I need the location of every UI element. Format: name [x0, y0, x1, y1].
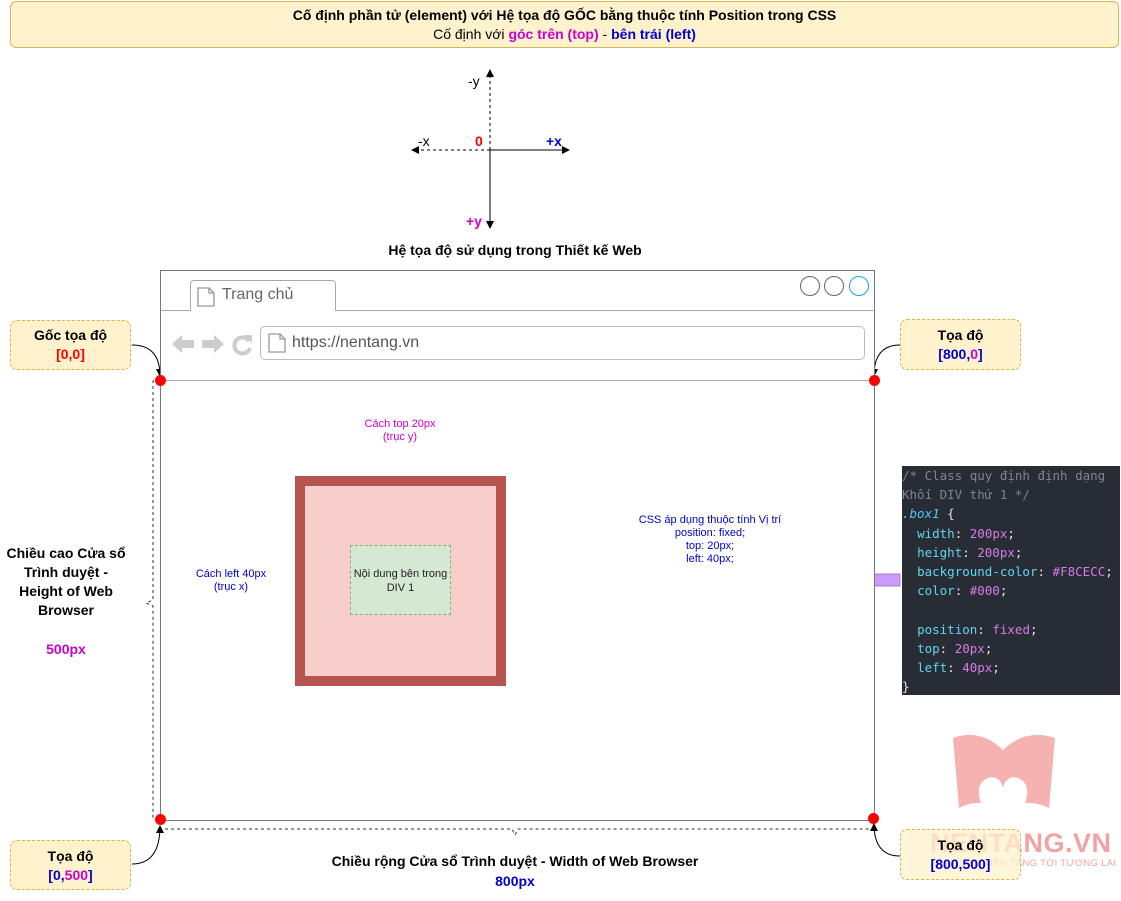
code-close-brace: }	[902, 679, 910, 695]
code-value: 40px	[962, 660, 993, 676]
pos-y-label: +y	[466, 213, 482, 229]
top-offset-label: Cách top 20px (trục y)	[345, 418, 455, 444]
connector-top-right	[870, 344, 901, 377]
tab-label: Trang chủ	[222, 286, 294, 303]
css-code-block: /* Class quy định định dạng Khối DIV thứ…	[902, 466, 1120, 695]
nentang-logo	[953, 734, 1055, 830]
note-top-right-label: Tọa độ	[937, 327, 984, 343]
css-annotation-title: CSS áp dụng thuộc tính Vị trí	[638, 514, 782, 526]
neg-y-label: -y	[468, 73, 480, 89]
coord-bracket: [	[48, 867, 53, 883]
coord-comma: ,	[60, 867, 65, 883]
coord-y: 500	[64, 867, 89, 883]
box1-content: Nội dung bên trong DIV 1	[350, 545, 451, 615]
height-value: 500px	[46, 641, 86, 657]
code-prop: background-color	[917, 564, 1038, 580]
width-brace	[159, 822, 874, 837]
forward-arrow-icon[interactable]	[200, 333, 226, 355]
url-text: https://nentang.vn	[292, 334, 420, 351]
coord-bracket: ]	[88, 867, 93, 883]
axes-caption: Hệ tọa độ sử dụng trong Thiết kế Web	[388, 242, 642, 258]
code-value: 200px	[977, 544, 1015, 560]
window-control-minimize[interactable]	[800, 276, 820, 296]
code-prop: left	[917, 660, 948, 676]
neg-x-label: -x	[418, 133, 430, 149]
code-prop: color	[917, 583, 955, 599]
corner-dot-bottom-left	[155, 814, 166, 825]
title-line-2: Cố định với góc trên (top) - bên trái (l…	[11, 25, 1118, 44]
coord-bracket: ]	[978, 346, 983, 362]
left-offset-label: Cách left 40px (trục x)	[183, 568, 279, 594]
coord-y: 0	[970, 346, 979, 362]
code-prop: width	[917, 525, 955, 541]
code-comment-2: Khối DIV thứ 1 */	[902, 487, 1030, 503]
css-annotation-line2: top: 20px;	[685, 540, 735, 552]
code-value: fixed	[992, 621, 1030, 637]
left-offset-line2: (trục x)	[213, 581, 249, 593]
top-offset-line1: Cách top 20px	[364, 418, 436, 430]
connector-bottom-left	[131, 825, 164, 865]
note-top-left-label: Gốc tọa độ	[33, 327, 108, 343]
title-top-highlight: góc trên (top)	[508, 26, 599, 42]
pos-x-label: +x	[546, 133, 562, 149]
code-open-brace: {	[939, 506, 955, 522]
toolbar-bottom-line	[161, 380, 874, 381]
corner-dot-bottom-right	[868, 813, 879, 824]
height-brace	[144, 380, 161, 823]
coord-x: 800	[942, 346, 967, 362]
title-sep: -	[598, 26, 612, 42]
height-label: Chiều cao Cửa sổ Trình duyệt - Height of…	[6, 545, 126, 618]
connector-top-left	[131, 344, 164, 377]
reload-icon[interactable]	[230, 333, 254, 357]
corner-dot-top-right	[869, 375, 880, 386]
css-annotation: CSS áp dụng thuộc tính Vị trí position: …	[600, 514, 820, 566]
code-prop: height	[917, 544, 963, 560]
title-line-2-prefix: Cố định với	[433, 26, 509, 42]
title-line-1: Cố định phần tử (element) với Hệ tọa độ …	[292, 7, 837, 23]
note-bottom-right-coords: [800,500]	[930, 856, 991, 872]
top-offset-line2: (trục y)	[382, 431, 418, 443]
note-bottom-left-label: Tọa độ	[47, 848, 94, 864]
code-selector: .box1	[902, 506, 940, 522]
note-bottom-left: Tọa độ [0,500]	[10, 840, 131, 890]
note-top-right: Tọa độ [800,0]	[900, 319, 1021, 370]
window-control-close[interactable]	[849, 276, 869, 296]
note-bottom-right: Tọa độ [800,500]	[900, 829, 1021, 880]
page-icon	[197, 287, 215, 307]
corner-dot-top-left	[155, 375, 166, 386]
note-top-left-coords: [0,0]	[56, 346, 85, 362]
origin-label: 0	[475, 133, 483, 149]
back-arrow-icon[interactable]	[170, 333, 196, 355]
note-top-left: Gốc tọa độ [0,0]	[10, 320, 131, 370]
watermark-tagline: XÂY DỰNG NỀN TẢNG TỚI TƯƠNG LAI	[930, 858, 1117, 869]
connector-bottom-right	[870, 823, 901, 857]
code-value: 20px	[954, 640, 985, 656]
code-prop: position	[917, 621, 978, 637]
browser-window	[160, 270, 875, 821]
note-top-right-coords: [800,0]	[901, 345, 1020, 364]
code-value: #000	[969, 583, 1000, 599]
note-bottom-left-coords: [0,500]	[11, 866, 130, 885]
code-comment-1: /* Class quy định định dạng	[902, 468, 1106, 483]
code-value: #F8CECC	[1052, 564, 1106, 580]
width-label: Chiều rộng Cửa sổ Trình duyệt - Width of…	[331, 853, 699, 869]
width-value: 800px	[495, 873, 535, 889]
address-bar[interactable]	[260, 326, 865, 360]
css-annotation-line1: position: fixed;	[674, 527, 746, 539]
left-offset-line1: Cách left 40px	[195, 568, 267, 580]
code-prop: top	[917, 640, 940, 656]
coord-x: 0	[52, 867, 61, 883]
tab-strip-line	[161, 310, 874, 311]
note-bottom-right-label: Tọa độ	[937, 837, 984, 853]
diagram-title-box: Cố định phần tử (element) với Hệ tọa độ …	[10, 1, 1119, 48]
css-annotation-line3: left: 40px;	[686, 553, 734, 565]
code-value: 200px	[969, 525, 1008, 541]
window-control-maximize[interactable]	[824, 276, 844, 296]
url-page-icon	[268, 333, 286, 353]
title-left-highlight: bên trái (left)	[611, 26, 696, 42]
coord-bracket: [	[938, 346, 943, 362]
coord-comma: ,	[966, 346, 971, 362]
